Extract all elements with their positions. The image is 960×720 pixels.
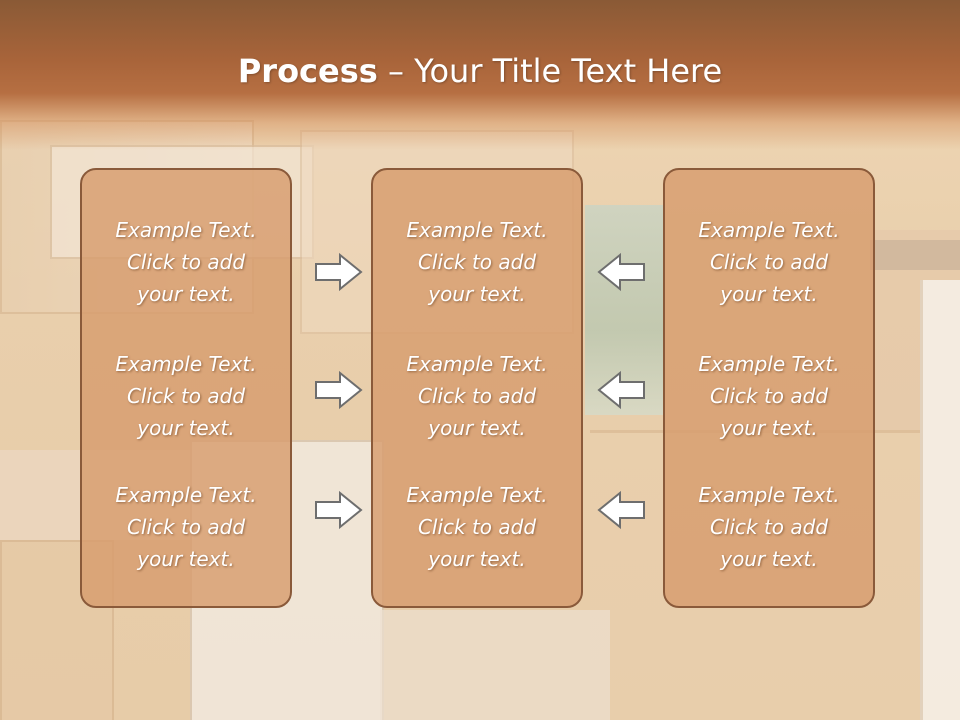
text-line: your text.: [137, 416, 235, 440]
text-line: Click to add: [417, 515, 537, 539]
text-line: Click to add: [709, 515, 829, 539]
refrigerator: [920, 280, 960, 720]
text-line: Click to add: [126, 384, 246, 408]
text-line: Example Text.: [698, 483, 840, 507]
text-line: your text.: [428, 282, 526, 306]
placeholder-text[interactable]: Example Text. Click to add your text.: [82, 479, 290, 575]
text-line: Example Text.: [115, 352, 257, 376]
placeholder-text[interactable]: Example Text. Click to add your text.: [665, 479, 873, 575]
wall-sign: [870, 240, 960, 270]
arrow-left-icon: [596, 490, 646, 530]
text-line: Example Text.: [406, 483, 548, 507]
text-line: your text.: [428, 547, 526, 571]
text-line: your text.: [428, 416, 526, 440]
text-line: Example Text.: [115, 483, 257, 507]
text-line: Click to add: [709, 250, 829, 274]
arrow-left-icon: [596, 252, 646, 292]
header-band: [0, 0, 960, 150]
window: [585, 205, 665, 415]
text-line: your text.: [720, 416, 818, 440]
text-box-left[interactable]: Example Text. Click to add your text. Ex…: [80, 168, 292, 608]
text-box-middle[interactable]: Example Text. Click to add your text. Ex…: [371, 168, 583, 608]
arrow-right-icon: [314, 370, 364, 410]
placeholder-text[interactable]: Example Text. Click to add your text.: [373, 214, 581, 310]
text-line: your text.: [137, 547, 235, 571]
placeholder-text[interactable]: Example Text. Click to add your text.: [665, 348, 873, 444]
title-bold: Process: [237, 52, 378, 90]
text-line: Example Text.: [406, 352, 548, 376]
placeholder-text[interactable]: Example Text. Click to add your text.: [373, 479, 581, 575]
title-rest: – Your Title Text Here: [377, 52, 723, 90]
text-line: your text.: [720, 282, 818, 306]
arrow-left-icon: [596, 370, 646, 410]
text-line: Click to add: [126, 515, 246, 539]
placeholder-text[interactable]: Example Text. Click to add your text.: [373, 348, 581, 444]
text-line: Click to add: [709, 384, 829, 408]
text-line: your text.: [137, 282, 235, 306]
arrow-right-icon: [314, 252, 364, 292]
text-line: Example Text.: [698, 218, 840, 242]
placeholder-text[interactable]: Example Text. Click to add your text.: [82, 348, 290, 444]
text-box-right[interactable]: Example Text. Click to add your text. Ex…: [663, 168, 875, 608]
text-line: Example Text.: [115, 218, 257, 242]
arrow-right-icon: [314, 490, 364, 530]
floor: [380, 610, 610, 720]
slide-title[interactable]: Process – Your Title Text Here: [0, 52, 960, 90]
text-line: Click to add: [417, 384, 537, 408]
placeholder-text[interactable]: Example Text. Click to add your text.: [665, 214, 873, 310]
text-line: Example Text.: [698, 352, 840, 376]
text-line: Click to add: [126, 250, 246, 274]
text-line: Example Text.: [406, 218, 548, 242]
text-line: your text.: [720, 547, 818, 571]
placeholder-text[interactable]: Example Text. Click to add your text.: [82, 214, 290, 310]
text-line: Click to add: [417, 250, 537, 274]
